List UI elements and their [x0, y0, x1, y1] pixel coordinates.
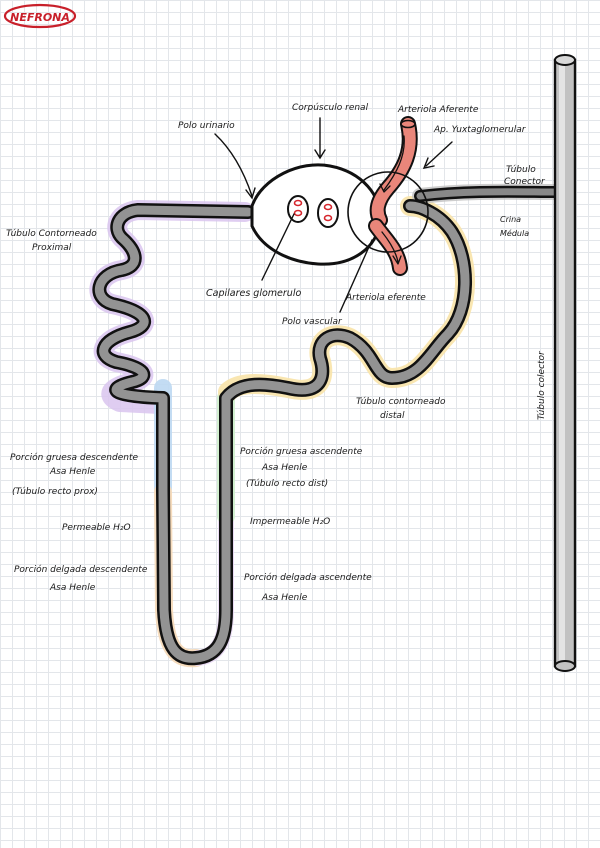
labels: Polo urinario Corpúsculo renal Arteriola…	[6, 103, 547, 603]
collecting-duct-bottom	[554, 660, 576, 672]
efferent-flow-arrow	[381, 231, 402, 265]
label-delgada-desc-2: Asa Henle	[49, 583, 96, 593]
label-delgada-asc-1: Porción delgada ascendente	[244, 572, 372, 583]
renal-corpuscle	[250, 163, 382, 266]
collecting-duct-top	[554, 54, 576, 66]
afferent-flow-arrow	[379, 135, 405, 193]
pointer-polo-vascular	[339, 239, 373, 313]
arterioles	[368, 116, 418, 276]
label-tubulo-proximal-2: Proximal	[32, 243, 72, 253]
label-delgada-desc-1: Porción delgada descendente	[14, 564, 148, 575]
label-tubulo-conector-1: Túbulo	[506, 165, 536, 175]
label-gruesa-asc-3: (Túbulo recto dist)	[246, 479, 328, 489]
title-text: NEFRONA	[10, 11, 70, 24]
label-delgada-asc-2: Asa Henle	[261, 593, 308, 603]
juxtaglomerular-circle	[347, 171, 429, 253]
bowman-capsule	[250, 163, 382, 266]
label-gruesa-desc-1: Porción gruesa descendente	[10, 452, 138, 463]
label-tubulo-distal-1: Túbulo contorneado	[356, 397, 446, 407]
label-gruesa-desc-3: (Túbulo recto prox)	[12, 487, 98, 497]
pointer-yuxtaglomerular	[422, 141, 453, 169]
capillary-loop-2	[317, 198, 339, 228]
label-polo-urinario: Polo urinario	[178, 121, 235, 131]
afferent-arteriole-opening	[400, 119, 416, 129]
title-badge: NEFRONA	[3, 3, 77, 29]
label-gruesa-desc-2: Asa Henle	[49, 467, 96, 477]
pointer-polo-urinario	[214, 133, 256, 200]
nephron-tube	[92, 185, 562, 666]
label-gruesa-asc-2: Asa Henle	[261, 463, 308, 473]
pointer-capilares	[261, 213, 295, 281]
label-arteriola-eferente: Arteriola eferente	[345, 293, 426, 303]
label-arteriola-aferente: Arteriola Aferente	[397, 105, 479, 115]
label-corpusculo-renal: Corpúsculo renal	[292, 103, 369, 113]
collecting-duct	[553, 54, 577, 672]
label-tubulo-distal-2: distal	[380, 411, 405, 421]
connector-lumen	[416, 188, 560, 200]
pointer-lines	[214, 117, 453, 313]
label-permeable: Permeable H₂O	[62, 523, 131, 533]
label-tubulo-proximal-1: Túbulo Contorneado	[6, 229, 97, 239]
label-capilares-glomerulo: Capilares glomerulo	[206, 288, 301, 299]
tube-lumen	[94, 201, 470, 663]
title-ellipse	[3, 3, 77, 29]
collecting-duct-shine	[559, 60, 565, 666]
label-medula: Médula	[500, 228, 529, 238]
label-ap-yuxtaglomerular: Ap. Yuxtaglomerular	[433, 125, 527, 135]
pointer-corpusculo	[314, 117, 326, 160]
label-tubulo-conector-2: Conector	[504, 177, 546, 187]
capillary-loop-1	[287, 195, 309, 223]
label-gruesa-asc-1: Porción gruesa ascendente	[240, 446, 363, 457]
label-impermeable: Impermeable H₂O	[250, 517, 330, 527]
label-tubulo-colector: Túbulo colector	[537, 350, 547, 420]
label-polo-vascular: Polo vascular	[282, 317, 343, 327]
label-corteza: Crina	[500, 215, 521, 224]
